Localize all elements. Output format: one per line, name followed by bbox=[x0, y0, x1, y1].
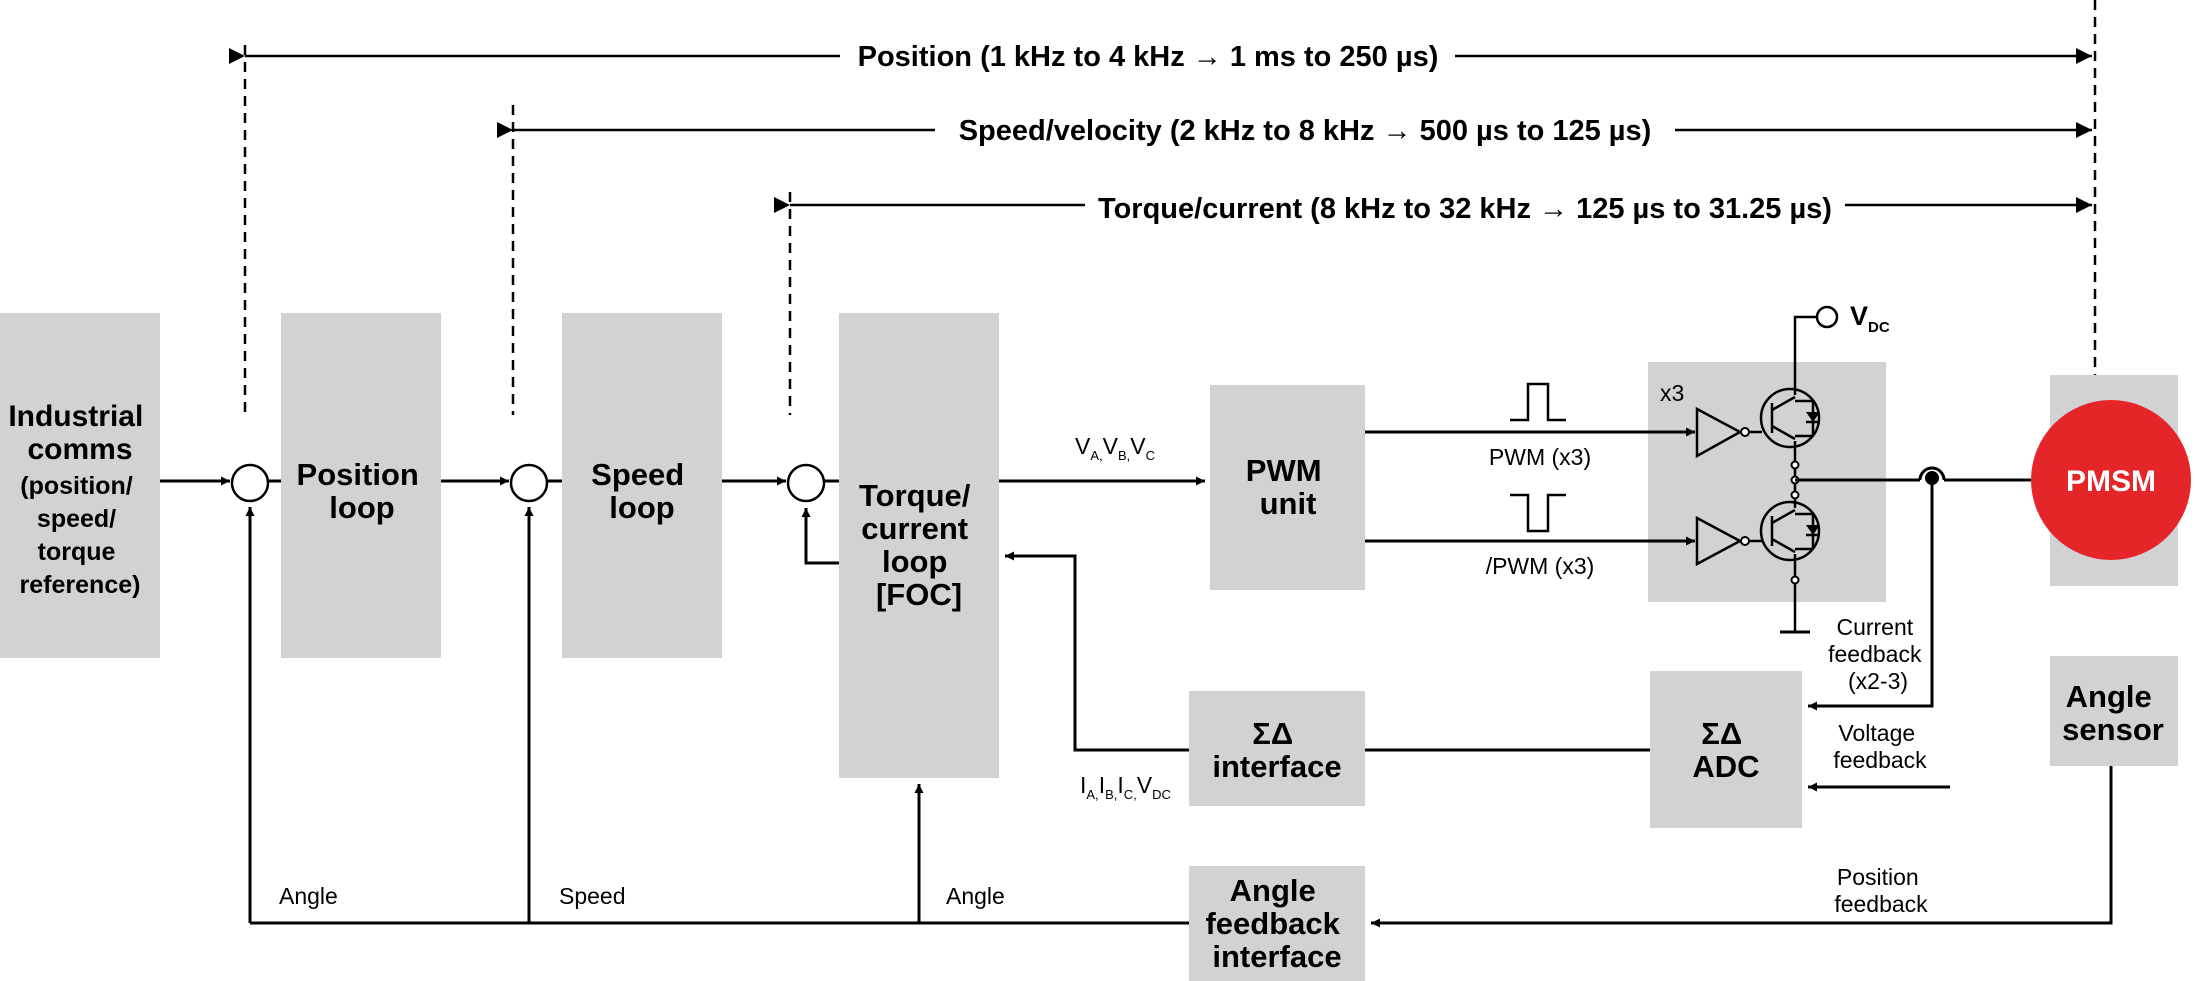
pmsm-motor bbox=[2031, 400, 2191, 560]
position-loop-block bbox=[281, 313, 441, 658]
angle-sensor-block bbox=[2050, 656, 2178, 766]
sd-adc-line1: ΣΔ bbox=[1701, 716, 1742, 751]
industrial-comms-sub1: (position/ bbox=[20, 472, 133, 500]
svg-text:ΣΔ interface: ΣΔ interface bbox=[1212, 716, 1341, 784]
angle-sensor-line2: sensor bbox=[2062, 712, 2164, 747]
pwm-unit-block bbox=[1210, 385, 1365, 590]
industrial-comms-sub3: torque bbox=[38, 538, 116, 566]
industrial-comms-block bbox=[0, 313, 160, 658]
igbt-high-icon bbox=[1759, 368, 1821, 462]
svg-text:PWM unit: PWM unit bbox=[1246, 453, 1330, 521]
wire-crossover bbox=[1918, 466, 1946, 481]
sd-adc-line2: ADC bbox=[1692, 749, 1759, 784]
inverted-pwm-label: /PWM (x3) bbox=[1486, 553, 1595, 579]
x3-label: x3 bbox=[1660, 380, 1684, 406]
torque-loop-line1: Torque/ bbox=[859, 478, 971, 513]
svg-text:Torque/ current loop: Torque/ current loop [FOC] bbox=[859, 478, 979, 612]
angle-feedback-line2: feedback bbox=[1205, 906, 1340, 941]
svg-text:Position loop: Position loop bbox=[297, 457, 428, 525]
position-summing-junction bbox=[230, 463, 270, 503]
speed-loop-block bbox=[562, 313, 722, 658]
speed-timing-dimension: Speed/velocity (2 kHz to 8 kHz → 500 µs … bbox=[497, 105, 2092, 415]
angle-label-torque: Angle bbox=[946, 883, 1005, 909]
inverted-pwm-pulse-icon bbox=[1510, 493, 1566, 533]
angle-feedback-line1: Angle bbox=[1230, 873, 1316, 908]
vdc-label: VDC bbox=[1850, 301, 1890, 336]
industrial-comms-sub2: speed/ bbox=[37, 505, 116, 533]
speed-label: Speed bbox=[559, 883, 626, 909]
gate-driver-high-icon bbox=[1695, 406, 1762, 459]
sd-interface-line1: ΣΔ bbox=[1252, 716, 1293, 751]
speed-timing-label: Speed/velocity (2 kHz to 8 kHz → 500 µs … bbox=[959, 115, 1652, 147]
gate-driver-low-icon bbox=[1695, 515, 1762, 567]
sigma-delta-adc-block bbox=[1650, 671, 1802, 828]
torque-timing-dimension: Torque/current (8 kHz to 32 kHz → 125 µs… bbox=[774, 192, 2092, 415]
position-loop-line2: loop bbox=[329, 490, 394, 525]
speed-summing-junction bbox=[509, 463, 549, 503]
torque-timing-label: Torque/current (8 kHz to 32 kHz → 125 µs… bbox=[1098, 193, 1832, 225]
industrial-comms-line1: Industrial bbox=[8, 400, 143, 433]
pwm-label: PWM (x3) bbox=[1489, 444, 1591, 470]
torque-loop-line2: current bbox=[861, 511, 968, 546]
torque-loop-line3: loop bbox=[882, 544, 947, 579]
pmsm-label: PMSM bbox=[2066, 465, 2156, 498]
svg-text:Industrial comms: Industrial comms bbox=[8, 400, 151, 466]
speed-loop-line1: Speed bbox=[591, 457, 684, 492]
angle-sensor-line1: Angle bbox=[2066, 679, 2152, 714]
angle-label-position: Angle bbox=[279, 883, 338, 909]
speed-loop-line2: loop bbox=[609, 490, 674, 525]
current-feedback-label: Current feedback (x2-3) bbox=[1828, 614, 1928, 694]
phase-voltage-label: VA,VB,VC bbox=[1075, 433, 1155, 463]
igbt-low-icon bbox=[1759, 498, 1821, 578]
torque-summing-junction bbox=[786, 463, 826, 503]
industrial-comms-line2: comms bbox=[27, 433, 132, 466]
svg-text:(position/ speed/ torq: (position/ speed/ torque reference) bbox=[20, 472, 141, 599]
angle-feedback-interface-block bbox=[1189, 866, 1365, 981]
industrial-comms-sub4: reference) bbox=[20, 571, 141, 599]
torque-current-loop-block bbox=[839, 313, 999, 778]
position-feedback-label: Position feedback bbox=[1834, 864, 1928, 917]
vdc-terminal bbox=[1815, 305, 1839, 329]
torque-loop-line4: [FOC] bbox=[876, 577, 962, 612]
pwm-unit-line2: unit bbox=[1260, 486, 1317, 521]
angle-feedback-line3: interface bbox=[1212, 939, 1341, 974]
pwm-unit-line1: PWM bbox=[1246, 453, 1322, 488]
svg-text:Angle feedback interfa: Angle feedback interface bbox=[1205, 873, 1348, 974]
current-voltage-feedback-label: IA,IB,IC,VDC bbox=[1080, 772, 1171, 802]
sigma-delta-interface-block bbox=[1189, 691, 1365, 806]
svg-text:ΣΔ ADC: ΣΔ ADC bbox=[1692, 716, 1759, 784]
svg-text:Angle sensor: Angle sensor bbox=[2062, 679, 2164, 747]
pwm-pulse-icon bbox=[1510, 382, 1566, 422]
voltage-feedback-label: Voltage feedback bbox=[1833, 720, 1927, 773]
position-timing-dimension: Position (1 kHz to 4 kHz → 1 ms to 250 µ… bbox=[229, 41, 2092, 415]
position-timing-label: Position (1 kHz to 4 kHz → 1 ms to 250 µ… bbox=[858, 41, 1439, 73]
svg-text:Speed loop: Speed loop bbox=[591, 457, 693, 525]
position-loop-line1: Position bbox=[297, 457, 419, 492]
sd-interface-line2: interface bbox=[1212, 749, 1341, 784]
